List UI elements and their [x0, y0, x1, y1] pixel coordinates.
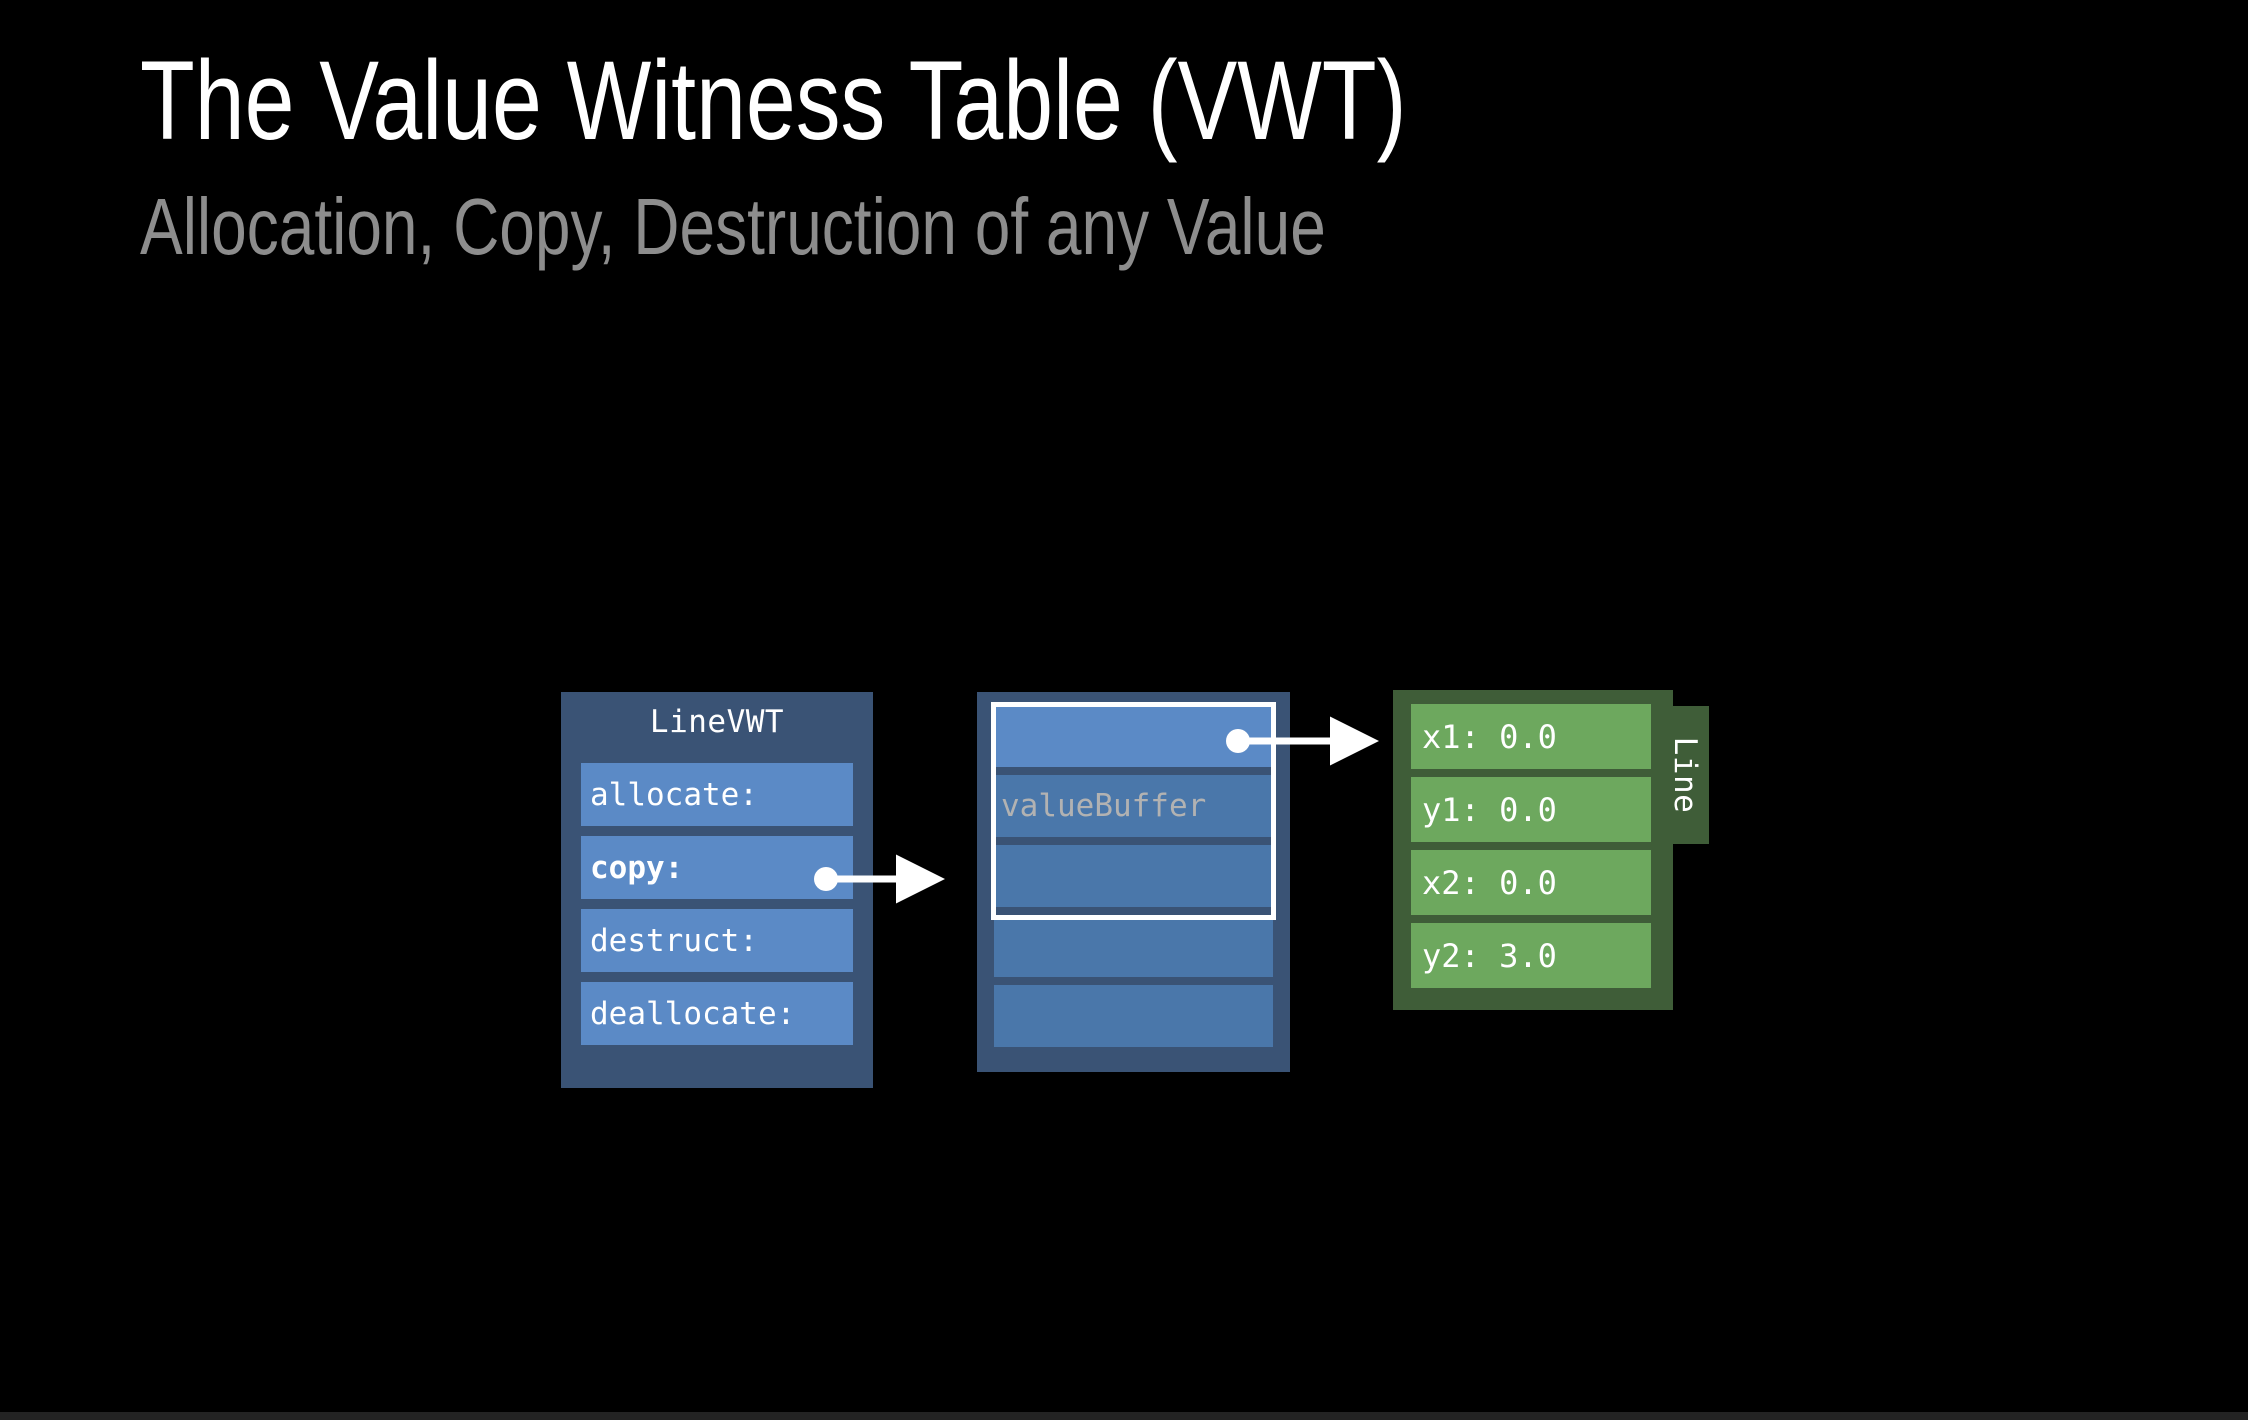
linevwt-row-list: allocate: copy: destruct: deallocate:	[581, 763, 853, 1068]
value-buffer-slot-2[interactable]: valueBuffer	[994, 775, 1273, 837]
vwt-row-label: allocate:	[590, 776, 758, 813]
value-buffer-card[interactable]: valueBuffer	[977, 692, 1290, 1072]
vwt-row-label: deallocate:	[590, 995, 796, 1032]
vwt-row-destruct[interactable]: destruct:	[581, 909, 853, 972]
vwt-row-copy[interactable]: copy:	[581, 836, 853, 899]
value-buffer-label: valueBuffer	[1001, 788, 1207, 824]
line-field-x2[interactable]: x2: 0.0	[1411, 850, 1651, 915]
line-field-label: x1: 0.0	[1422, 717, 1557, 756]
page-title: The Value Witness Table (VWT)	[140, 38, 1407, 163]
vwt-row-allocate[interactable]: allocate:	[581, 763, 853, 826]
value-buffer-slot-4[interactable]	[994, 915, 1273, 977]
line-field-y2[interactable]: y2: 3.0	[1411, 923, 1651, 988]
bottom-strip	[0, 1412, 2248, 1420]
line-field-y1[interactable]: y1: 0.0	[1411, 777, 1651, 842]
linevwt-card[interactable]: LineVWT allocate: copy: destruct: deallo…	[561, 692, 873, 1088]
value-buffer-row-list: valueBuffer	[994, 705, 1273, 1059]
vwt-row-deallocate[interactable]: deallocate:	[581, 982, 853, 1045]
vwt-row-label: copy:	[590, 849, 684, 886]
value-buffer-slot-1[interactable]	[994, 705, 1273, 767]
line-field-list: x1: 0.0 y1: 0.0 x2: 0.0 y2: 3.0	[1411, 704, 1651, 996]
title-block: The Value Witness Table (VWT) Allocation…	[140, 38, 2040, 275]
line-value-card[interactable]: x1: 0.0 y1: 0.0 x2: 0.0 y2: 3.0	[1393, 690, 1673, 1010]
line-field-x1[interactable]: x1: 0.0	[1411, 704, 1651, 769]
vwt-row-label: destruct:	[590, 922, 758, 959]
value-buffer-slot-3[interactable]	[994, 845, 1273, 907]
line-field-label: y1: 0.0	[1422, 790, 1557, 829]
linevwt-title: LineVWT	[649, 704, 785, 740]
page-subtitle: Allocation, Copy, Destruction of any Val…	[140, 181, 1326, 271]
line-field-label: x2: 0.0	[1422, 863, 1557, 902]
value-buffer-slot-5[interactable]	[994, 985, 1273, 1047]
line-field-label: y2: 3.0	[1422, 936, 1557, 975]
